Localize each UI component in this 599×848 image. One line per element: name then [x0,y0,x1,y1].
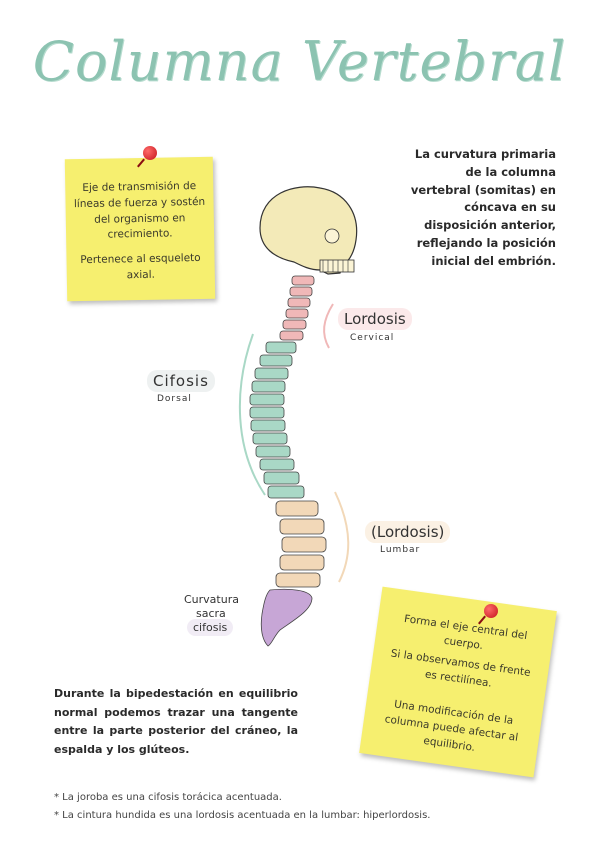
note-left-text-2: Pertenece al esqueleto axial. [80,251,201,281]
spine-illustration [249,186,358,647]
text-bipedestacion: Durante la bipedestación en equilibrio n… [54,687,298,757]
label-cervical: Cervical [350,333,395,343]
label-lordosis-lumbar: (Lordosis) [365,521,451,543]
sticky-note-left: Eje de transmisión de líneas de fuerza y… [64,156,216,302]
note-right-text-3: Una modificación de la columna puede afe… [384,698,519,754]
pushpin-icon [143,146,157,160]
thoracic-vertebrae [249,341,305,499]
text-curvatura-primaria: La curvatura primaria de la columna vert… [410,147,556,268]
skull-icon [259,186,358,275]
page-title: Columna Vertebral [32,30,567,93]
lumbar-vertebrae [275,500,327,588]
label-dorsal: Dorsal [157,394,192,404]
label-cifosis-sacra: cifosis [187,619,234,636]
cervical-vertebrae [279,275,315,341]
footnote-1: * La joroba es una cifosis torácica acen… [54,792,282,803]
label-cifosis-dorsal: Cifosis [147,370,215,392]
pushpin-icon-right [484,604,498,618]
label-lordosis-cervical: Lordosis [338,308,412,330]
label-curvatura: Curvatura [184,593,239,606]
note-left-text-1: Eje de transmisión de líneas de fuerza y… [73,180,206,241]
label-sacra: sacra [196,607,226,620]
curve-guides [238,303,350,583]
footnote-2: * La cintura hundida es una lordosis ace… [54,810,431,821]
sacrum-icon [260,588,313,647]
label-lumbar: Lumbar [380,545,421,555]
sticky-note-right: Forma el eje central del cuerpo. Si la o… [359,586,557,778]
